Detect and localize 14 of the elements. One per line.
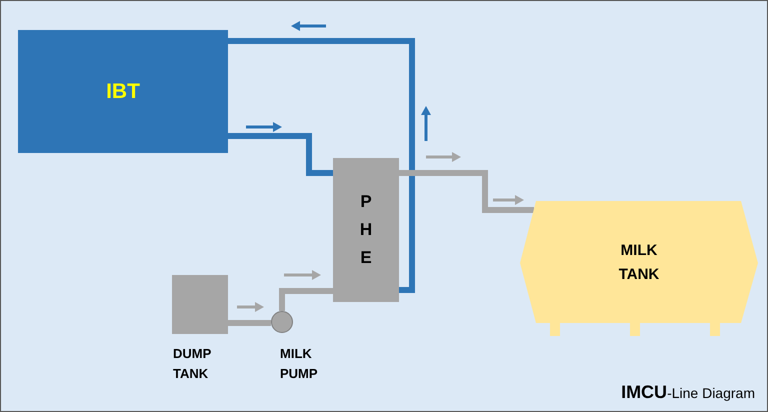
equipment-label: MILK PUMP (280, 345, 319, 383)
equipment-label: DUMP TANK (173, 345, 212, 383)
dump-tank-box (172, 275, 228, 334)
pipe (228, 38, 415, 293)
pipe (228, 133, 333, 176)
pipe (279, 288, 333, 311)
tank-box (18, 30, 228, 153)
tank-label: MILK TANK (618, 240, 660, 284)
diagram-caption: IMCU-Line Diagram (621, 381, 755, 404)
tank-label: IBT (106, 78, 140, 105)
heat-exchanger-box (333, 158, 399, 302)
exchanger-label: P H E (358, 191, 374, 269)
pipe (228, 320, 271, 326)
pipe (399, 170, 534, 213)
